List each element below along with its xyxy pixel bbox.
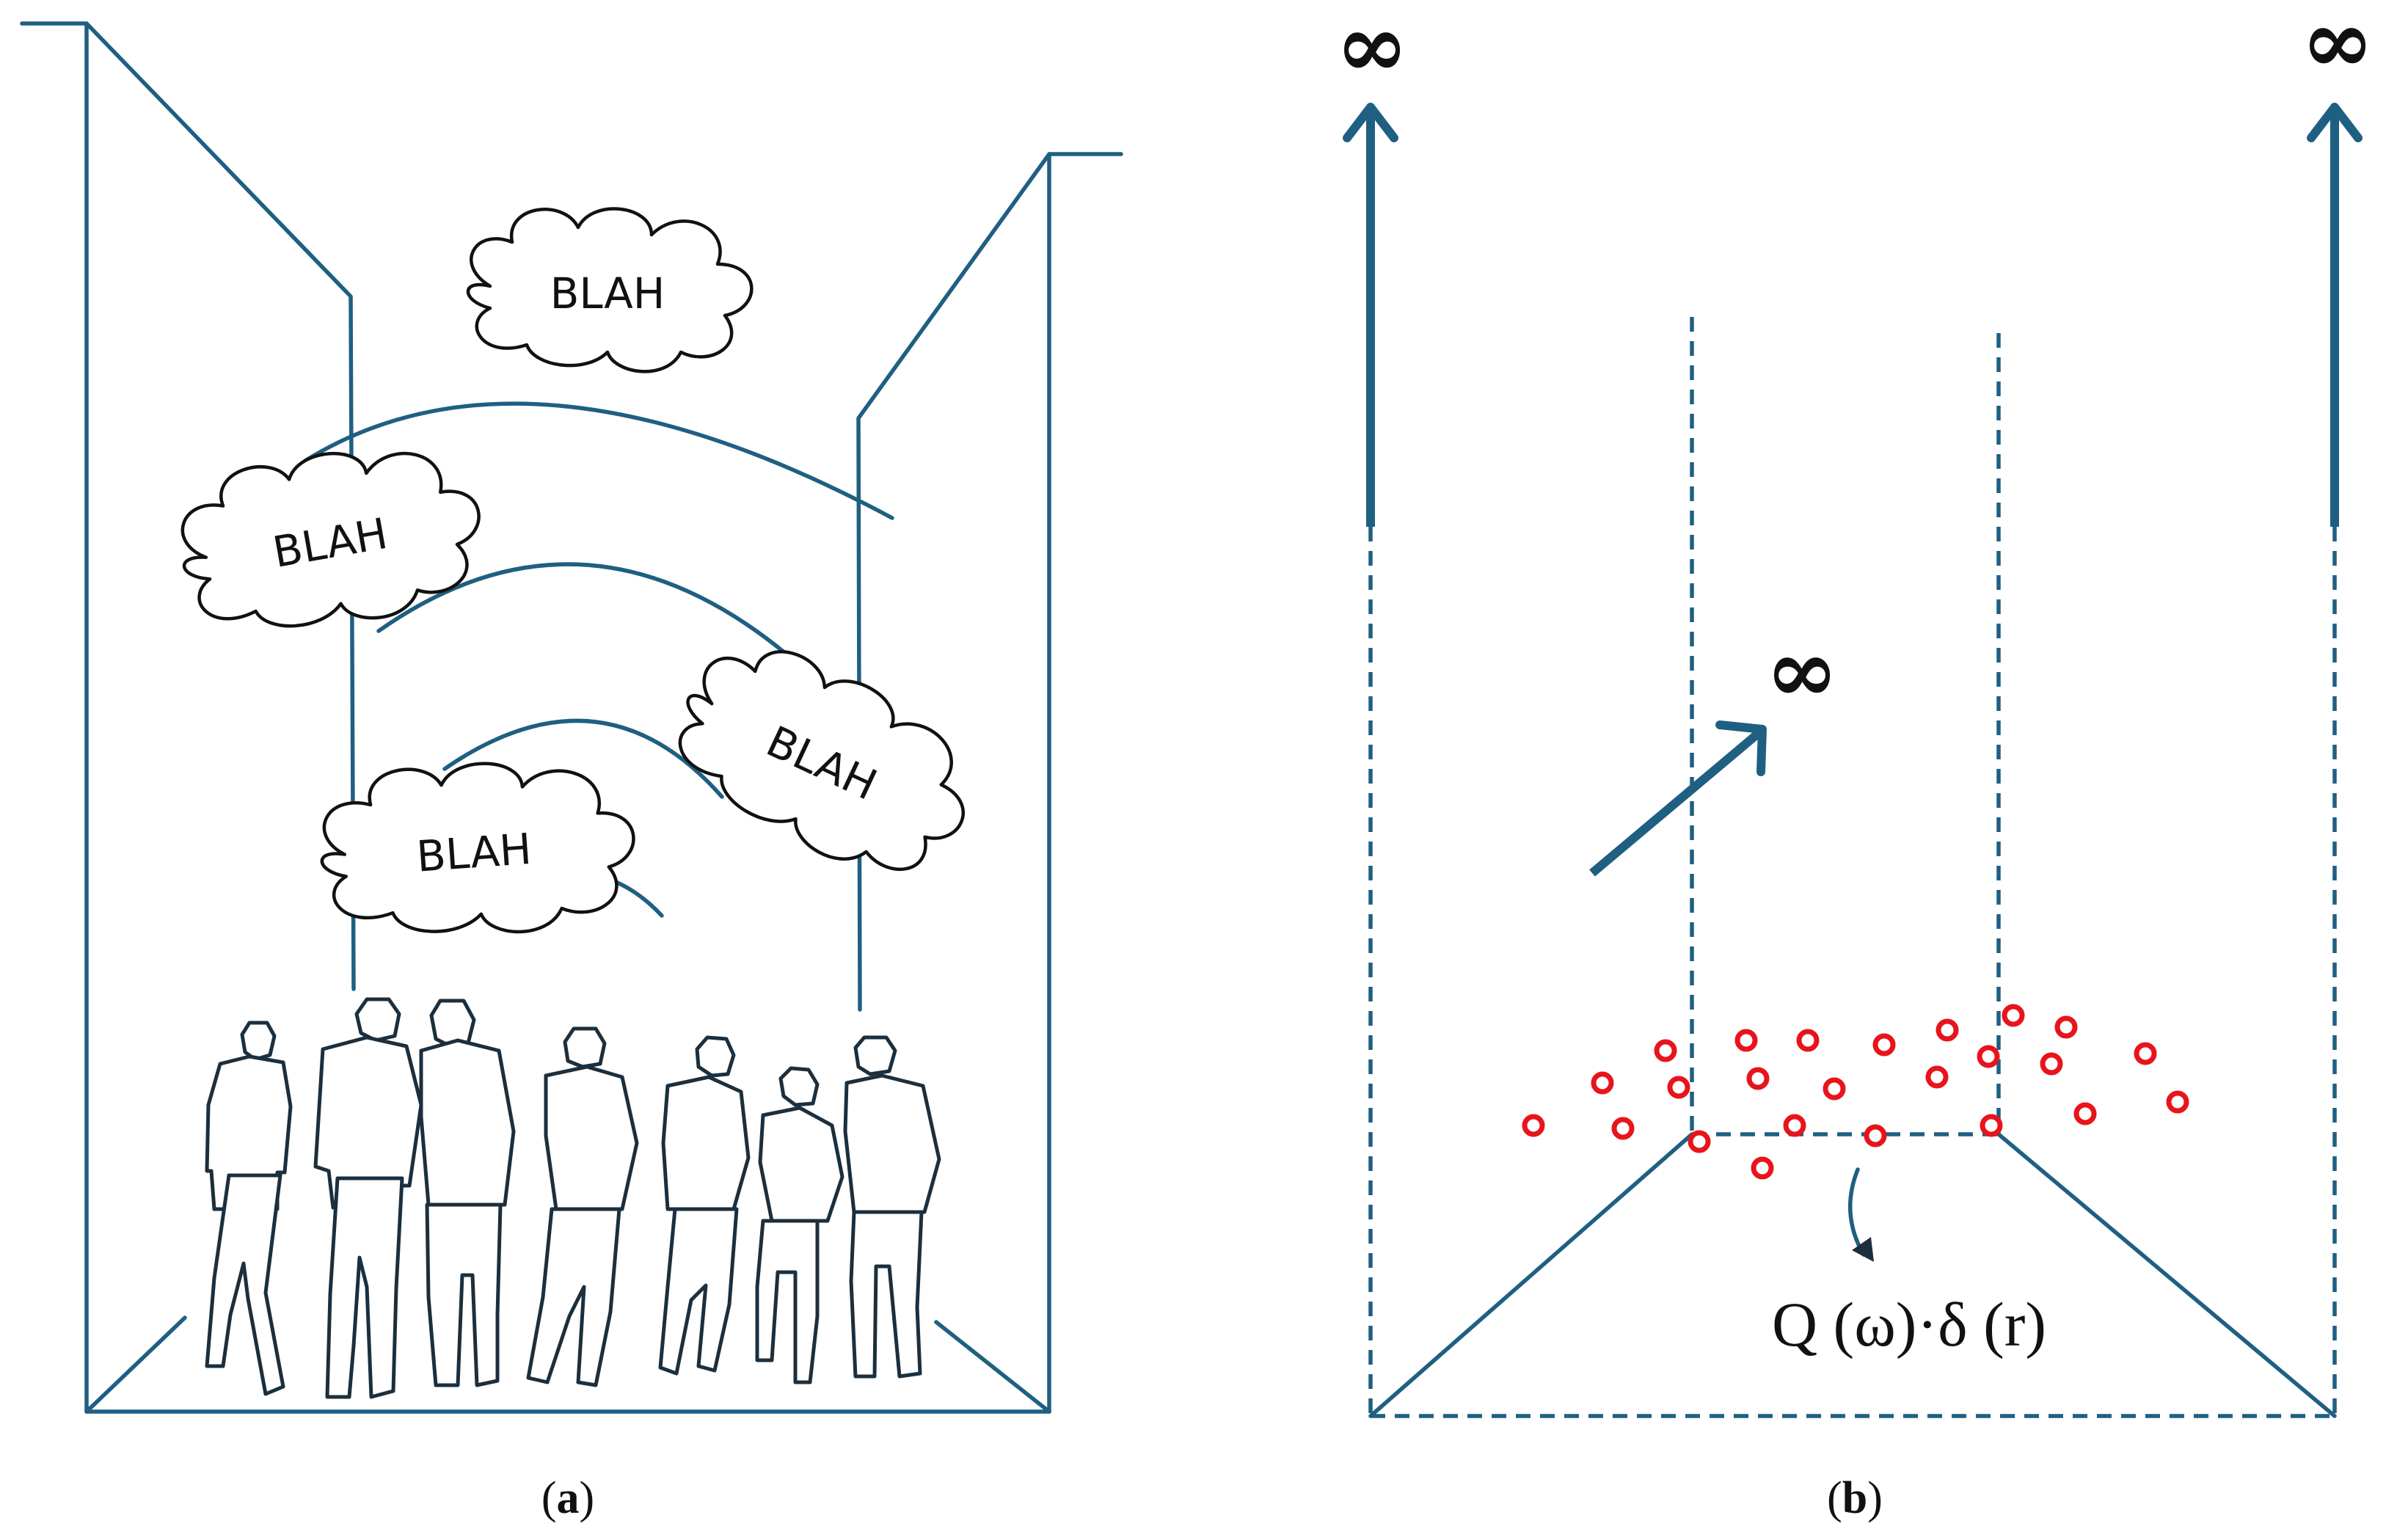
crowd-illustration [205, 997, 941, 1399]
sound-wave-arc [303, 401, 894, 520]
arrowhead [2307, 103, 2363, 142]
person-figure [658, 1035, 751, 1376]
source-point [1591, 1071, 1614, 1095]
infinity-symbol-left: ∞ [1335, 0, 1409, 98]
sound-wave-arc [376, 562, 796, 663]
source-point [1823, 1077, 1846, 1101]
infinity-symbol-middle: ∞ [1765, 619, 1839, 723]
panel-b: ∞ ∞ ∞ [1335, 0, 2374, 1523]
person-figure [755, 1066, 844, 1384]
source-point [2073, 1102, 2097, 1125]
speech-bubble: BLAH [466, 207, 754, 373]
arrowhead [1715, 720, 1767, 776]
source-point [2040, 1052, 2063, 1076]
panel-a-caption: (a) [541, 1473, 594, 1523]
arrow-to-infinity-oblique [1589, 720, 1767, 877]
blah-text: BLAH [415, 824, 533, 882]
source-point [2166, 1090, 2189, 1114]
arrow-shaft [1589, 730, 1761, 877]
right-wall-back [856, 152, 1123, 1012]
domain-outline [1368, 317, 2337, 1418]
source-point [1751, 1156, 1774, 1180]
floor-left-diagonal [84, 1315, 187, 1414]
person-figure [205, 1021, 293, 1396]
infinity-symbol-right: ∞ [2301, 0, 2374, 93]
source-point [1667, 1076, 1690, 1099]
source-point [1611, 1117, 1635, 1140]
speech-bubble: BLAH [320, 762, 635, 934]
speech-bubble: BLAH [678, 650, 965, 871]
formula-pointer [1847, 1167, 1874, 1262]
speech-bubble: BLAH [180, 451, 481, 628]
floor-right-diagonal [934, 1320, 1051, 1414]
curved-pointer-head [1852, 1237, 1874, 1262]
source-point [1796, 1029, 1820, 1052]
floor-right-diagonal [1996, 1132, 2337, 1418]
room-outline [20, 21, 1123, 1414]
source-point [1688, 1130, 1711, 1153]
left-wall-back [20, 21, 356, 991]
arrow-to-infinity-left [1343, 103, 1398, 527]
person-figure [313, 997, 423, 1399]
cloud-shape [320, 762, 635, 934]
source-point [1654, 1039, 1677, 1062]
source-point [2134, 1042, 2157, 1065]
cloud-shape [678, 650, 965, 871]
cloud-shape [466, 207, 754, 373]
source-point [1783, 1114, 1806, 1137]
source-point [1746, 1067, 1770, 1090]
source-point [1734, 1029, 1758, 1052]
floor-left-diagonal [1368, 1132, 1694, 1418]
source-point [1925, 1065, 1949, 1089]
source-point [2054, 1015, 2078, 1039]
point-sources [1522, 1004, 2189, 1180]
sound-wave-arc [442, 718, 724, 799]
source-point [1522, 1114, 1545, 1137]
source-point [2002, 1004, 2025, 1027]
arrowhead [1343, 103, 1398, 142]
source-point [1936, 1018, 1959, 1042]
person-figure [526, 1026, 639, 1387]
panel-b-caption: (b) [1827, 1473, 1883, 1523]
person-figure [419, 999, 516, 1387]
source-point [1980, 1114, 2003, 1137]
cloud-shape [180, 451, 481, 628]
source-point [1872, 1033, 1896, 1057]
curved-pointer-line [1847, 1167, 1866, 1257]
source-point [1864, 1124, 1887, 1147]
source-formula: Q (ω)·δ (r) [1772, 1289, 2046, 1360]
person-figure [843, 1035, 941, 1379]
source-point [1977, 1045, 2000, 1068]
arrow-to-infinity-right [2307, 103, 2363, 527]
panel-a: BLAH BLAH BLAH BLAH [20, 21, 1123, 1523]
blah-text: BLAH [550, 269, 665, 318]
